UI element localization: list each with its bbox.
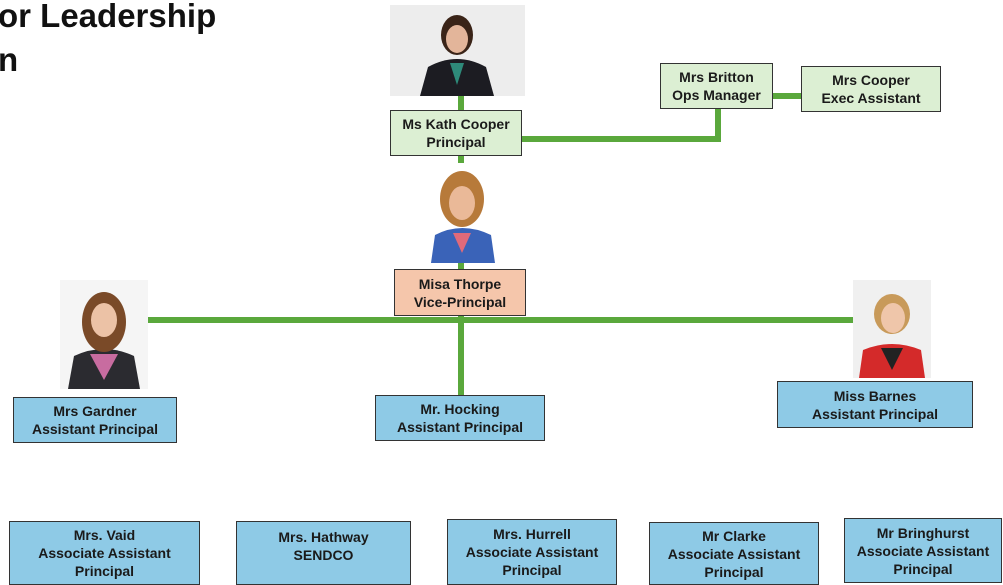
title-line-2: n — [0, 41, 19, 78]
exec-assistant-role: Exec Assistant — [821, 90, 921, 106]
vice-principal-photo — [425, 163, 500, 263]
title-line-1: or Leadership — [0, 0, 217, 34]
clarke-name: Mr Clarke — [702, 527, 766, 544]
principal-box: Ms Kath Cooper Principal — [390, 110, 522, 156]
barnes-photo — [853, 280, 931, 378]
ops-manager-box: Mrs Britton Ops Manager — [660, 63, 773, 109]
hathway-name: Mrs. Hathway — [278, 529, 369, 545]
connector-principal-photo — [458, 96, 464, 110]
clarke-role-line-2: Principal — [704, 563, 764, 580]
barnes-box: Miss Barnes Assistant Principal — [777, 381, 973, 428]
connector-vice-photo — [458, 262, 464, 270]
vaid-role-line-2: Principal — [74, 563, 135, 579]
hurrell-box: Mrs. Hurrell Associate Assistant Princip… — [447, 519, 617, 585]
bringhurst-role-line-1: Associate Assistant — [856, 542, 990, 559]
bringhurst-box: Mr Bringhurst Associate Assistant Princi… — [844, 518, 1002, 583]
gardner-name: Mrs Gardner — [53, 403, 137, 419]
clarke-box: Mr Clarke Associate Assistant Principal — [649, 522, 819, 585]
vice-principal-box: Misa Thorpe Vice-Principal — [394, 269, 526, 316]
gardner-box: Mrs Gardner Assistant Principal — [13, 397, 177, 443]
ops-manager-role: Ops Manager — [672, 87, 761, 103]
connector-principal-to-ops — [521, 136, 721, 142]
bringhurst-name: Mr Bringhurst — [876, 524, 970, 541]
vice-principal-role: Vice-Principal — [413, 293, 507, 310]
connector-vice-to-hocking — [458, 315, 464, 395]
exec-assistant-box: Mrs Cooper Exec Assistant — [801, 66, 941, 112]
hathway-box: Mrs. Hathway SENDCO — [236, 521, 411, 585]
vaid-box: Mrs. Vaid Associate Assistant Principal — [9, 521, 200, 585]
barnes-name: Miss Barnes — [833, 387, 917, 404]
bringhurst-role-line-2: Principal — [893, 560, 953, 577]
hathway-role: SENDCO — [293, 547, 354, 563]
hocking-role: Assistant Principal — [396, 419, 524, 435]
vaid-name: Mrs. Vaid — [73, 527, 136, 543]
gardner-role: Assistant Principal — [31, 421, 159, 437]
barnes-role: Assistant Principal — [811, 405, 939, 422]
hocking-box: Mr. Hocking Assistant Principal — [375, 395, 545, 441]
exec-assistant-name: Mrs Cooper — [832, 72, 910, 88]
principal-role: Principal — [426, 134, 486, 150]
principal-photo — [390, 5, 525, 96]
hurrell-role-line-2: Principal — [502, 562, 562, 578]
hurrell-role-line-1: Associate Assistant — [465, 544, 599, 560]
connector-assistant-horizontal — [148, 317, 855, 323]
ops-manager-name: Mrs Britton — [679, 69, 754, 85]
principal-name: Ms Kath Cooper — [402, 116, 510, 132]
hocking-name: Mr. Hocking — [420, 401, 500, 417]
connector-principal-to-vice — [458, 155, 464, 165]
connector-ops-to-exec — [772, 93, 802, 99]
gardner-photo — [60, 280, 148, 389]
vice-principal-name: Misa Thorpe — [418, 275, 502, 292]
hurrell-name: Mrs. Hurrell — [493, 526, 571, 542]
vaid-role-line-1: Associate Assistant — [38, 545, 171, 561]
connector-ops-vertical — [715, 108, 721, 142]
clarke-role-line-1: Associate Assistant — [667, 545, 801, 562]
page-title: or Leadership n — [0, 0, 216, 82]
